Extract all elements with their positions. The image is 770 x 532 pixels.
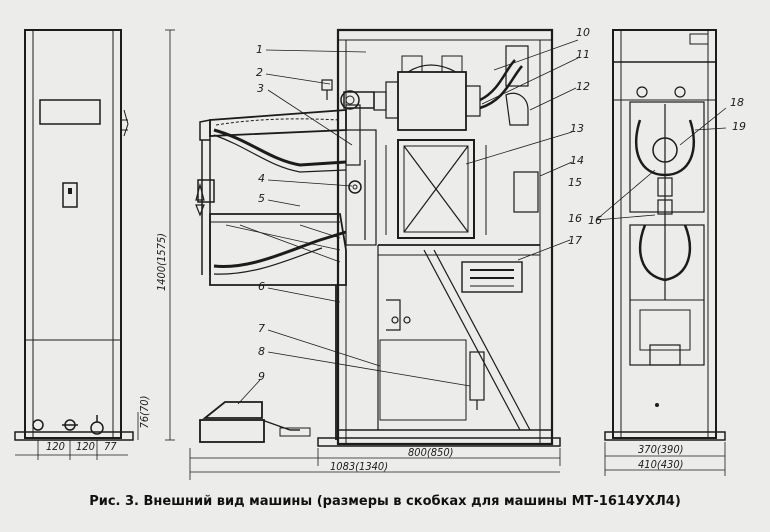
part-13: 13 <box>570 122 584 135</box>
part-17: 17 <box>568 234 582 247</box>
dim-height: 1400(1575) <box>155 233 168 291</box>
part-4: 4 <box>258 172 265 185</box>
part-16-front: 16 <box>568 212 582 225</box>
part-15: 15 <box>568 176 582 189</box>
part-6: 6 <box>258 280 265 293</box>
part-9: 9 <box>258 370 265 383</box>
part-18: 18 <box>730 96 744 109</box>
main-front-view: 1400(1575) <box>155 26 590 480</box>
dim-width-inner: 370(390) <box>638 443 684 456</box>
part-5: 5 <box>258 192 265 205</box>
part-2: 2 <box>256 66 263 79</box>
dim-width-outer: 410(430) <box>638 458 684 471</box>
part-11: 11 <box>576 48 590 61</box>
part-8: 8 <box>258 345 265 358</box>
figure-caption: Рис. 3. Внешний вид машины (размеры в ск… <box>89 494 681 509</box>
part-14: 14 <box>570 154 584 167</box>
part-10: 10 <box>576 26 590 39</box>
part-3: 3 <box>257 82 264 95</box>
part-12: 12 <box>576 80 590 93</box>
dim-depth-body: 800(850) <box>408 446 454 459</box>
part-19: 19 <box>732 120 746 133</box>
part-16-side: 16 <box>588 214 602 227</box>
dim-left-height: 76(70) <box>138 396 151 429</box>
left-side-view: 120 120 77 76(70) <box>14 29 151 460</box>
dim-left-a: 120 <box>46 440 65 453</box>
part-1: 1 <box>256 43 263 56</box>
dim-left-c: 77 <box>104 440 117 453</box>
part-7: 7 <box>258 322 265 335</box>
dim-depth-total: 1083(1340) <box>330 460 388 473</box>
dim-left-b: 120 <box>76 440 95 453</box>
right-front-view: 18 19 16 370(390) 410(430) <box>588 29 746 476</box>
